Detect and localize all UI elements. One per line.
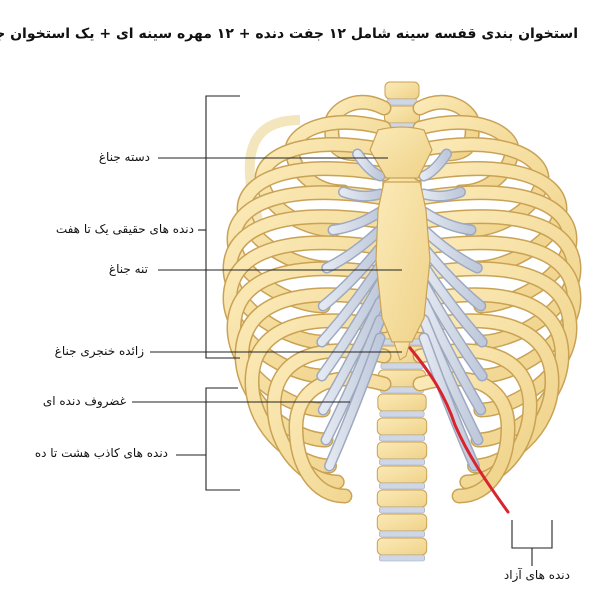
cartilage-2-right bbox=[420, 188, 465, 201]
costal-cartilage-group bbox=[316, 148, 488, 472]
cartilage-7-left bbox=[317, 280, 384, 380]
intervertebral-disc-14 bbox=[379, 410, 425, 418]
label-manubrium: دسته جناغ bbox=[98, 150, 150, 164]
cartilage-8-right bbox=[420, 298, 485, 414]
intervertebral-disc-12 bbox=[380, 362, 424, 370]
sternum-body bbox=[375, 181, 431, 343]
cartilage-10-left bbox=[325, 334, 384, 470]
intervertebral-disc-1 bbox=[386, 98, 418, 106]
costal-margin-highlight bbox=[408, 346, 510, 514]
cartilage-3-right bbox=[420, 208, 475, 234]
cartilage-4-right bbox=[420, 226, 482, 272]
cartilage-8-left bbox=[319, 298, 384, 414]
cartilage-4-left bbox=[322, 226, 384, 272]
vertebra-14 bbox=[377, 393, 427, 412]
sternum bbox=[369, 126, 433, 361]
intervertebral-disc-16 bbox=[378, 458, 425, 466]
xiphoid-process bbox=[393, 341, 411, 361]
cartilage-3-left bbox=[329, 208, 384, 234]
page-title: استخوان بندی قفسه سینه شامل ۱۲ جفت دنده … bbox=[0, 26, 578, 42]
label-costal-cartilage: غضروف دنده ای bbox=[42, 394, 126, 408]
intervertebral-disc-19 bbox=[378, 530, 425, 538]
cartilage-9-right bbox=[420, 316, 482, 444]
vertebra-15 bbox=[376, 417, 428, 436]
vertebra-1 bbox=[384, 81, 420, 100]
bracket-false-ribs bbox=[205, 387, 240, 491]
intervertebral-disc-20 bbox=[378, 554, 425, 562]
vertebra-17 bbox=[376, 465, 428, 484]
rib-8-right bbox=[414, 262, 577, 416]
cartilage-5-left bbox=[319, 244, 384, 310]
cartilage-2-left bbox=[339, 188, 384, 201]
cartilage-1-right bbox=[420, 150, 451, 180]
intervertebral-disc-18 bbox=[378, 506, 425, 514]
manubrium bbox=[369, 126, 433, 179]
cartilage-7-right bbox=[420, 280, 487, 380]
cartilage-6-left bbox=[317, 262, 384, 346]
vertebra-18 bbox=[376, 489, 428, 508]
vertebra-19 bbox=[376, 513, 428, 532]
label-xiphoid: زائده خنجری جناغ bbox=[54, 344, 144, 358]
vertebra-16 bbox=[376, 441, 428, 460]
label-false-ribs: دنده های کاذب هشت تا ده bbox=[34, 446, 168, 460]
cartilage-9-left bbox=[322, 316, 384, 444]
label-true-ribs: دنده های حقیقی یک تا هفت bbox=[55, 222, 194, 236]
intervertebral-disc-17 bbox=[378, 482, 425, 490]
leader-lines bbox=[132, 95, 553, 566]
label-sternum-body: تنه جناغ bbox=[108, 262, 148, 276]
bracket-true-ribs bbox=[205, 95, 240, 359]
intervertebral-disc-15 bbox=[378, 434, 425, 442]
label-floating-ribs: دنده های آزاد bbox=[503, 568, 570, 582]
cartilage-6-right bbox=[420, 262, 487, 346]
ribs bbox=[222, 94, 582, 504]
cartilage-1-left bbox=[353, 150, 384, 180]
vertebra-20 bbox=[376, 537, 428, 556]
bracket-floating-ribs bbox=[511, 520, 553, 549]
